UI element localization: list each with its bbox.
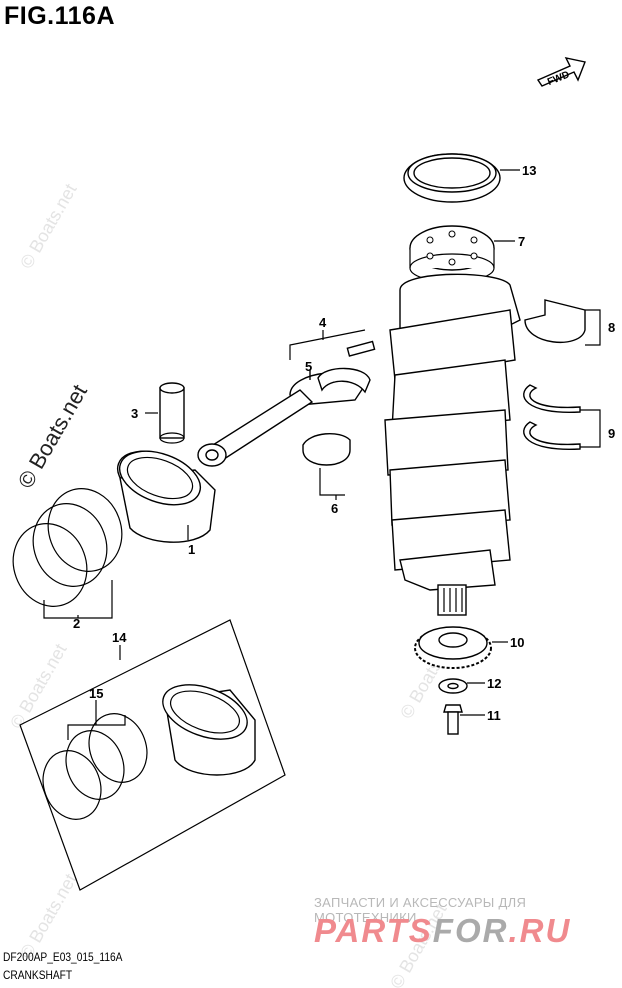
callout-6: 6 [331,501,338,516]
oil-seal-part [403,153,501,203]
callout-14: 14 [112,630,127,645]
ad-logo-part: .RU [508,912,572,949]
crankshaft-part [384,225,521,616]
watermark-dark: © Boats.net [13,380,92,492]
callout-5: 5 [305,359,312,374]
rod-bearing-part [302,433,351,496]
watermark: © Boats.net [16,870,80,962]
callout-11: 11 [487,708,501,723]
gear-part [414,626,492,669]
callout-7: 7 [518,234,525,249]
ad-tagline: ЗАПЧАСТИ И АКСЕССУАРЫ ДЛЯ МОТОТЕХНИКИ [314,895,527,925]
bolt-part [443,704,463,735]
fwd-label: FWD [546,69,571,88]
watermarks: © Boats.net © Boats.net © Boats.net © Bo… [6,180,460,988]
callout-9: 9 [608,426,615,441]
ad-logo-part: PARTS [314,912,433,949]
callout-13: 13 [522,163,536,178]
callout-12: 12 [487,676,501,691]
callout-10: 10 [510,635,524,650]
figure-title: FIG.116A [4,2,115,30]
main-bearing-part [524,299,601,346]
diagram-subtitle: CRANKSHAFT [3,968,73,982]
thrust-washer-part [523,384,601,450]
callout-1: 1 [188,542,195,557]
callout-3: 3 [131,406,138,421]
ad-logo[interactable]: PARTSFOR.RU [314,912,571,950]
piston-pin-part [159,382,185,444]
ad-logo-part: FOR [432,912,509,949]
diagram-code: DF200AP_E03_015_116A [3,950,123,964]
connecting-rod-part [197,329,376,467]
watermark: © Boats.net [6,640,70,732]
piston-rings-part [12,488,123,619]
callout-8: 8 [608,320,615,335]
piston-part [116,450,216,543]
fwd-arrow-icon: FWD [536,57,586,88]
leader-lines [77,169,520,725]
callout-4: 4 [319,315,327,330]
piston-set-part [19,619,286,891]
callout-15: 15 [89,686,103,701]
watermark: © Boats.net [16,180,80,272]
callout-2: 2 [73,616,80,631]
washer-part [438,678,468,694]
